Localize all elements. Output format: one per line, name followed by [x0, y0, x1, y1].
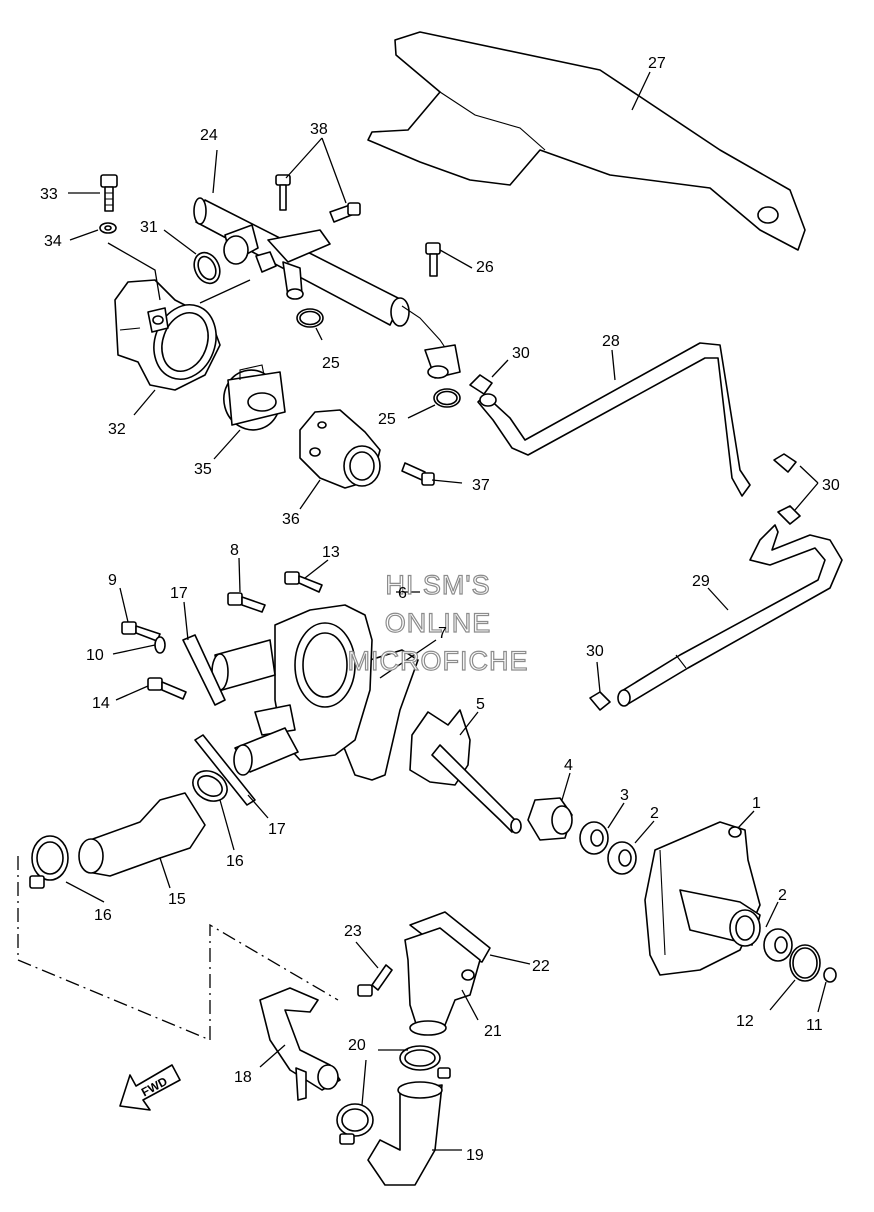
part-8-bolt — [227, 592, 266, 613]
callout-38: 38 — [310, 121, 328, 138]
callout-4: 4 — [564, 757, 573, 774]
callout-37: 37 — [472, 477, 490, 494]
callout-18: 18 — [234, 1069, 252, 1086]
callout-9: 9 — [108, 572, 117, 589]
part-32-thermostat-housing — [114, 279, 221, 391]
part-25-o-rings — [296, 308, 461, 408]
part-29-hose — [617, 524, 843, 707]
leader-lines — [65, 71, 827, 1151]
part-13-bolt — [284, 571, 323, 593]
part-17-brackets — [182, 634, 256, 806]
callout-3: 3 — [620, 787, 629, 804]
part-37-bolt — [401, 462, 435, 486]
callout-22: 22 — [532, 958, 550, 975]
part-23-bolt — [357, 964, 393, 997]
part-33-bolt — [100, 174, 118, 212]
reference-line — [17, 856, 339, 1041]
part-19-elbow-hose — [367, 1081, 443, 1186]
callout-11: 11 — [806, 1017, 823, 1034]
forward-arrow-icon: FWD — [119, 1064, 181, 1111]
callout-16: 16 — [226, 853, 244, 870]
callout-25b: 25 — [378, 411, 396, 428]
callout-1: 1 — [752, 795, 761, 812]
part-18-hose — [259, 987, 341, 1101]
callout-35: 35 — [194, 461, 212, 478]
part-24-pipe — [193, 197, 461, 379]
callout-6: 6 — [398, 585, 407, 602]
callout-30c: 30 — [586, 643, 604, 660]
part-20-clamps — [336, 1045, 451, 1145]
part-1-pump-cover — [644, 821, 761, 976]
part-16-clamps — [29, 770, 228, 889]
part-35-thermostat — [223, 364, 286, 431]
callout-30: 30 — [512, 345, 530, 362]
callout-19: 19 — [466, 1147, 484, 1164]
watermark-line-3: MICROFICHE — [348, 646, 529, 676]
callout-5: 5 — [476, 696, 485, 713]
callout-31: 31 — [140, 219, 158, 236]
callout-7: 7 — [438, 625, 447, 642]
callout-25: 25 — [322, 355, 340, 372]
callout-15: 15 — [168, 891, 186, 908]
callout-36: 36 — [282, 511, 300, 528]
callout-8: 8 — [230, 542, 239, 559]
part-4-mechanical-seal — [527, 797, 573, 841]
part-36-thermostat-cover — [299, 409, 381, 489]
callout-2b: 2 — [778, 887, 787, 904]
callout-29: 29 — [692, 573, 710, 590]
callout-21: 21 — [484, 1023, 502, 1040]
callout-26: 26 — [476, 259, 494, 276]
part-6-pump-housing — [211, 604, 373, 776]
callout-24: 24 — [200, 127, 218, 144]
part-30-clips — [469, 374, 801, 711]
callout-32: 32 — [108, 421, 126, 438]
callout-13: 13 — [322, 544, 340, 561]
callout-23: 23 — [344, 923, 362, 940]
watermark: HI SM'S ONLINE MICROFICHE — [347, 569, 529, 676]
part-31-o-ring — [193, 251, 221, 285]
part-12-o-ring — [789, 944, 821, 982]
part-14-bolt — [147, 677, 187, 700]
part-10-washer — [154, 636, 166, 654]
callout-12: 12 — [736, 1013, 754, 1030]
callout-20: 20 — [348, 1037, 366, 1054]
part-2-bearings — [607, 841, 793, 962]
part-9-bolt — [121, 621, 161, 642]
callout-28: 28 — [602, 333, 620, 350]
callout-17: 17 — [170, 585, 188, 602]
callout-27: 27 — [648, 55, 666, 72]
callout-16b: 16 — [94, 907, 112, 924]
callout-14: 14 — [92, 695, 110, 712]
callout-10: 10 — [86, 647, 104, 664]
part-3-seal — [579, 821, 609, 855]
callout-34: 34 — [44, 233, 62, 250]
callout-17b: 17 — [268, 821, 286, 838]
part-28-hose — [477, 342, 751, 497]
part-5-impeller-shaft — [409, 709, 522, 834]
callout-30b: 30 — [822, 477, 840, 494]
callout-33: 33 — [40, 186, 58, 203]
callout-labels: 1 2 2 3 4 5 6 7 8 9 10 11 12 13 14 15 16… — [40, 55, 840, 1164]
callout-2: 2 — [650, 805, 659, 822]
part-34-washer — [99, 222, 117, 234]
watermark-line-1: HI SM'S — [385, 570, 490, 600]
part-11-clip — [823, 967, 837, 983]
part-27-cover — [367, 31, 806, 251]
part-26-bolt — [425, 242, 441, 277]
part-15-elbow-hose — [78, 792, 206, 877]
part-21-housing — [404, 927, 481, 1036]
watermark-line-2: ONLINE — [385, 608, 492, 638]
part-38-bolts — [275, 174, 361, 223]
